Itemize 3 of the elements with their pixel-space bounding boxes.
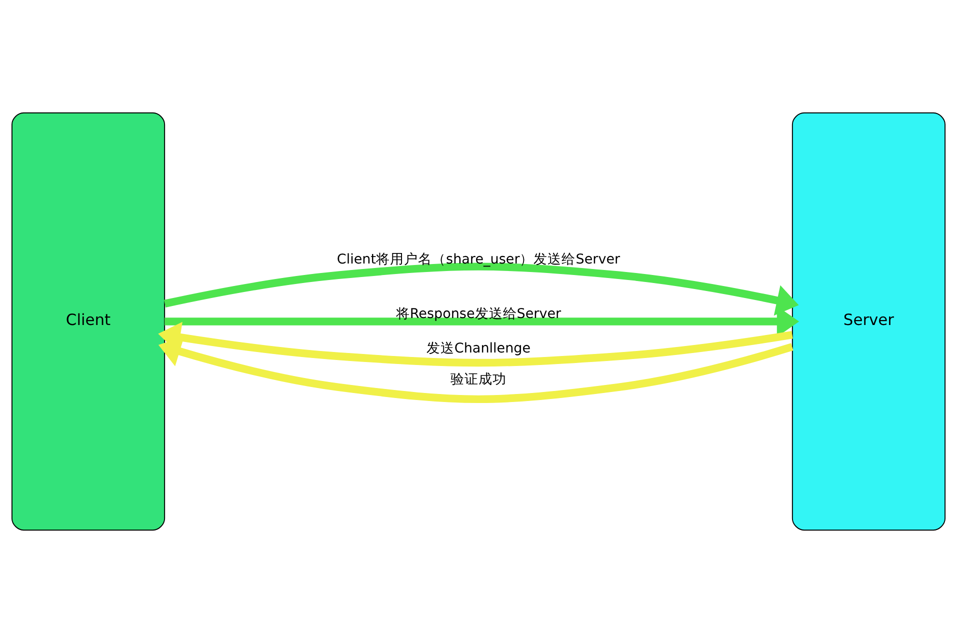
edge-label: 验证成功 [450, 372, 506, 388]
edge-label: 发送Chanllenge [426, 340, 531, 357]
edge-label: 将Response发送给Server [396, 306, 562, 322]
